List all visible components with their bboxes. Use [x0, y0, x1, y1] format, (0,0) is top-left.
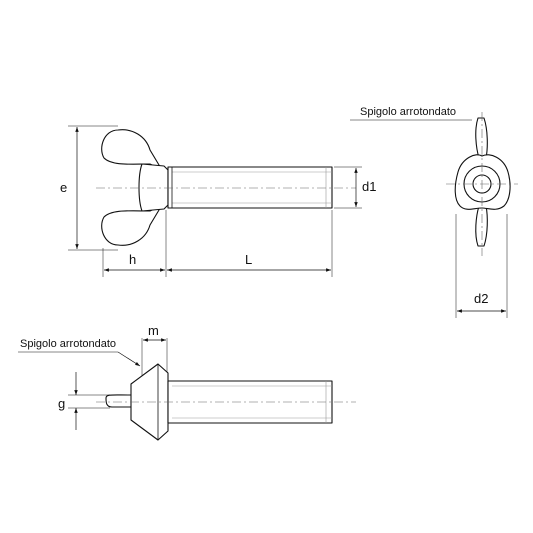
dim-label-d1: d1	[362, 179, 376, 194]
lower-wing	[101, 204, 163, 246]
dim-label-L: L	[245, 252, 252, 267]
upper-wing	[101, 129, 163, 171]
dim-label-d2: d2	[474, 291, 488, 306]
wing-hub	[138, 163, 169, 212]
end-lower-wing	[475, 205, 488, 247]
screw-shank	[167, 166, 333, 209]
dim-label-g: g	[58, 396, 65, 411]
note-rounded-edge-side: Spigolo arrotondato	[20, 338, 116, 350]
dim-label-m: m	[148, 323, 159, 338]
end-upper-wing	[475, 117, 488, 159]
dim-label-e: e	[60, 180, 67, 195]
note-rounded-edge-top: Spigolo arrotondato	[360, 106, 456, 118]
front-view: e h L d1	[60, 125, 376, 277]
dim-label-h: h	[129, 252, 136, 267]
side-view: m Spigolo arrotondato g	[18, 323, 356, 441]
end-view: Spigolo arrotondato d2	[350, 106, 518, 318]
